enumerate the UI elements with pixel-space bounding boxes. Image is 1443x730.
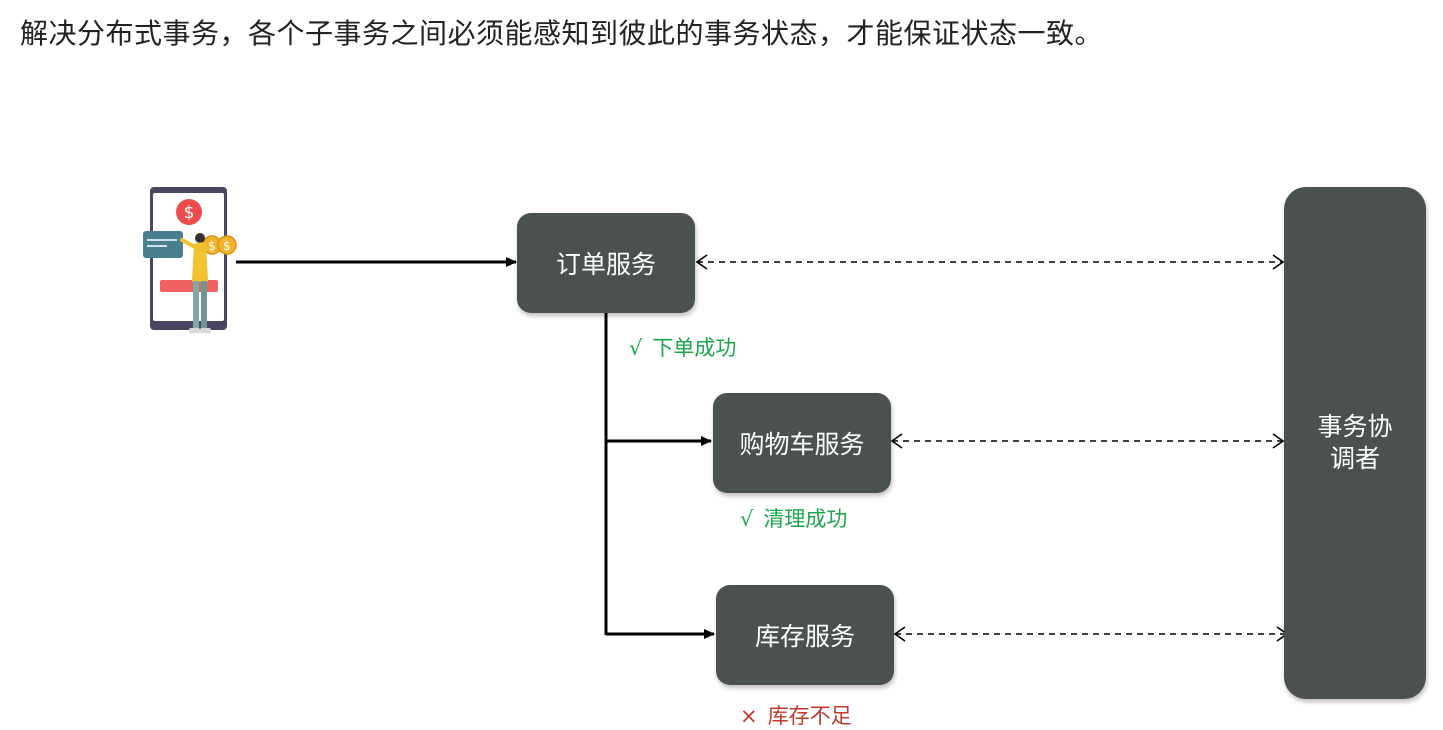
order-status-text: 下单成功 xyxy=(652,336,737,360)
transaction-coordinator-node: 事务协 调者 xyxy=(1284,187,1426,699)
cart-service-node: 购物车服务 xyxy=(713,393,891,493)
dollar-icon: $ xyxy=(176,199,202,225)
failure-cross-icon: × xyxy=(740,704,758,728)
coordinator-label-line1: 事务协 xyxy=(1317,412,1393,441)
svg-text:$: $ xyxy=(208,239,216,253)
order-service-label: 订单服务 xyxy=(555,250,656,279)
stock-status: × 库存不足 xyxy=(740,700,852,730)
cart-service-label: 购物车服务 xyxy=(739,430,865,459)
stock-service-label: 库存服务 xyxy=(754,622,855,651)
svg-text:$: $ xyxy=(184,203,195,223)
order-service-node: 订单服务 xyxy=(517,213,695,313)
stock-service-node: 库存服务 xyxy=(716,585,894,685)
page-heading: 解决分布式事务，各个子事务之间必须能感知到彼此的事务状态，才能保证状态一致。 xyxy=(20,17,1104,50)
mobile-payment-illustration-icon: $ $ $ xyxy=(143,187,237,333)
order-status: √ 下单成功 xyxy=(629,332,736,362)
cart-status-text: 清理成功 xyxy=(763,507,848,531)
stock-status-text: 库存不足 xyxy=(767,704,852,728)
success-check-icon: √ xyxy=(629,336,643,360)
svg-text:$: $ xyxy=(223,239,231,253)
success-check-icon: √ xyxy=(740,507,754,531)
coordinator-label-line2: 调者 xyxy=(1329,444,1380,473)
cart-status: √ 清理成功 xyxy=(740,503,847,533)
